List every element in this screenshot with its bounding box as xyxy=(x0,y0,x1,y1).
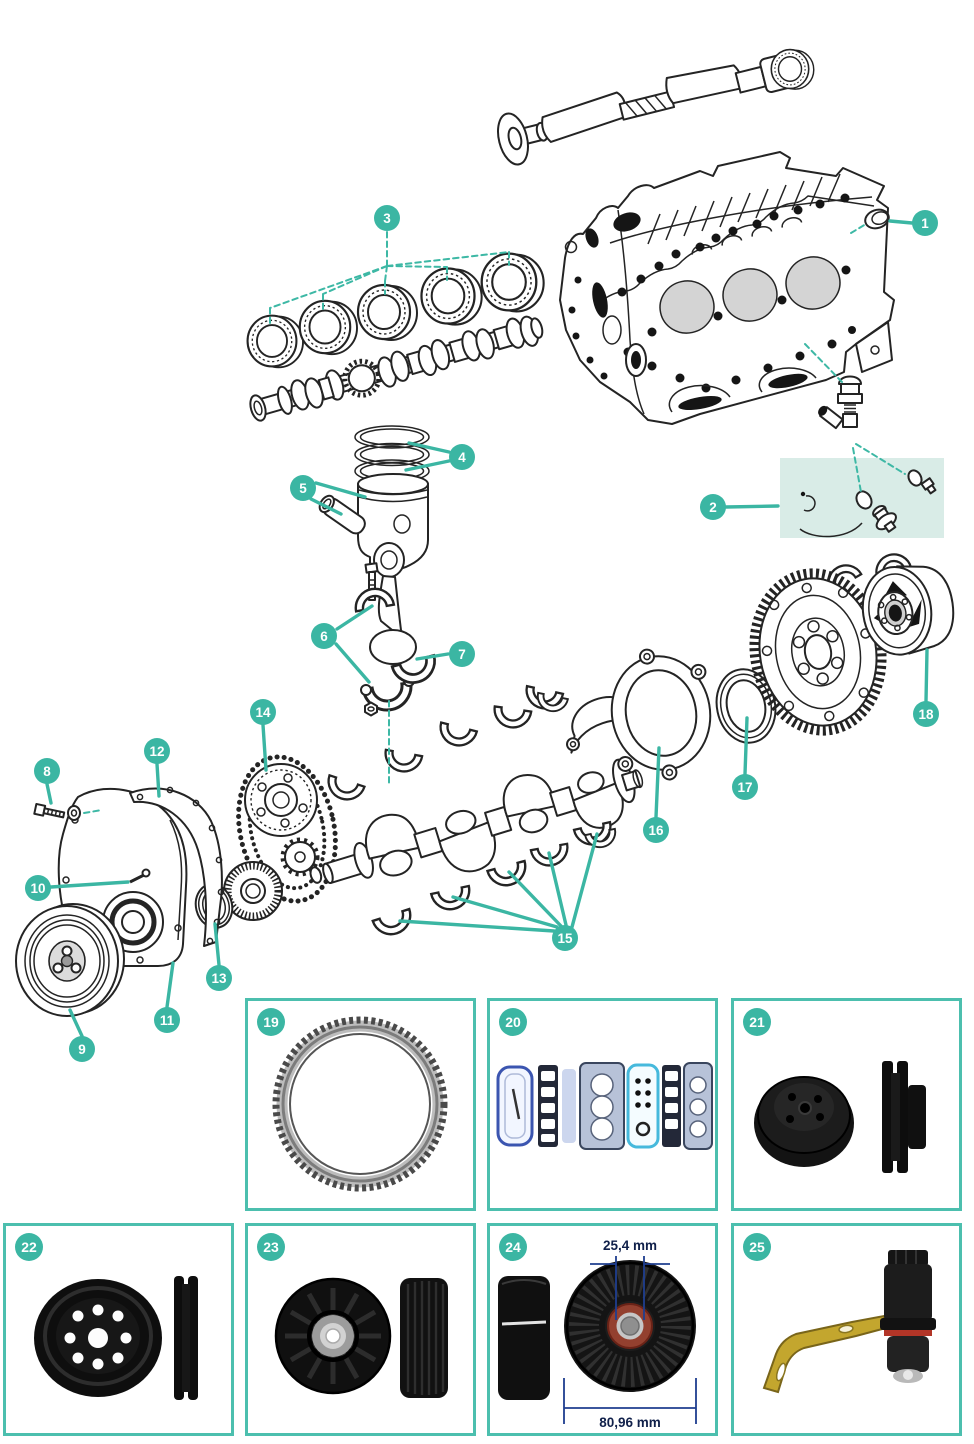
svg-text:6: 6 xyxy=(320,629,328,644)
callout-1[interactable]: 1 xyxy=(912,210,938,236)
callout-15[interactable]: 15 xyxy=(552,925,578,951)
svg-text:7: 7 xyxy=(458,647,466,662)
piston-rings-art xyxy=(354,425,430,483)
svg-text:16: 16 xyxy=(648,823,664,838)
svg-text:80,96 mm: 80,96 mm xyxy=(599,1415,661,1430)
panel-20-badge: 20 xyxy=(499,1008,527,1036)
part-panel-20[interactable]: 20 xyxy=(487,998,718,1211)
piston-pin-art xyxy=(318,494,366,535)
dashed-leader-lines xyxy=(83,223,906,814)
svg-text:14: 14 xyxy=(255,705,271,720)
callout-14[interactable]: 14 xyxy=(250,699,276,725)
bolt-and-washer-art xyxy=(33,802,81,821)
svg-text:10: 10 xyxy=(30,881,45,896)
connecting-rod-art xyxy=(351,542,417,717)
panel-19-badge: 19 xyxy=(257,1008,285,1036)
water-pump-pulleys-photo xyxy=(754,1061,926,1173)
callout-6[interactable]: 6 xyxy=(311,623,337,649)
callout-4[interactable]: 4 xyxy=(449,444,475,470)
crankshaft-art xyxy=(309,758,644,885)
svg-text:9: 9 xyxy=(78,1042,86,1057)
gasket-set-photo xyxy=(496,1062,713,1150)
crank-sensor-photo xyxy=(762,1250,936,1394)
callout-2[interactable]: 2 xyxy=(700,494,726,520)
part-panel-21[interactable]: 21 xyxy=(731,998,962,1211)
svg-text:12: 12 xyxy=(149,744,164,759)
camshaft-art xyxy=(249,315,544,422)
crank-gear-art xyxy=(223,861,283,921)
part-panel-24[interactable]: 24 25,4 mm 80,96 mm xyxy=(487,1223,718,1436)
svg-text:3: 3 xyxy=(383,211,391,226)
rear-seal-retainer-art xyxy=(610,648,712,781)
callout-16[interactable]: 16 xyxy=(643,817,669,843)
svg-text:11: 11 xyxy=(160,1013,175,1028)
callout-9[interactable]: 9 xyxy=(69,1036,95,1062)
part-panel-23[interactable]: 23 xyxy=(245,1223,476,1436)
panel-22-badge: 22 xyxy=(15,1233,43,1261)
dimension-annotation: 25,4 mm 80,96 mm xyxy=(563,1238,697,1430)
callout-8[interactable]: 8 xyxy=(34,758,60,784)
part-panel-19[interactable]: 19 xyxy=(245,998,476,1211)
freeze-plug-art xyxy=(864,208,890,230)
idler-pulley-photo xyxy=(274,1277,448,1398)
svg-text:13: 13 xyxy=(211,971,227,986)
camshaft-bearings-art xyxy=(246,252,545,369)
ring-gear-photo xyxy=(272,1016,448,1192)
svg-text:1: 1 xyxy=(921,216,929,231)
svg-text:18: 18 xyxy=(918,707,934,722)
part-panel-25[interactable]: 25 xyxy=(731,1223,962,1436)
panel-21-badge: 21 xyxy=(743,1008,771,1036)
part-panel-22[interactable]: 22 xyxy=(3,1223,234,1436)
leader-lines xyxy=(45,219,929,1038)
svg-text:25,4 mm: 25,4 mm xyxy=(603,1238,657,1253)
piston-art xyxy=(357,473,429,571)
callout-13[interactable]: 13 xyxy=(206,965,232,991)
callout-17[interactable]: 17 xyxy=(732,774,758,800)
svg-text:8: 8 xyxy=(43,764,51,779)
svg-text:4: 4 xyxy=(458,450,466,465)
sensor-kit-art xyxy=(799,469,937,538)
pilot-damper-art xyxy=(861,565,955,656)
svg-text:15: 15 xyxy=(557,931,573,946)
svg-text:5: 5 xyxy=(299,481,307,496)
harmonic-damper-art xyxy=(15,903,125,1017)
callout-11[interactable]: 11 xyxy=(154,1007,180,1033)
callout-18[interactable]: 18 xyxy=(913,701,939,727)
callout-12[interactable]: 12 xyxy=(144,738,170,764)
callout-7[interactable]: 7 xyxy=(449,641,475,667)
balance-shaft-art xyxy=(497,48,815,166)
panel-23-badge: 23 xyxy=(257,1233,285,1261)
panel-25-badge: 25 xyxy=(743,1233,771,1261)
engine-block-art xyxy=(559,151,895,425)
callout-10[interactable]: 10 xyxy=(25,875,51,901)
flywheel-art xyxy=(749,568,887,736)
crankshaft-pulley-photo xyxy=(34,1276,198,1400)
panel-24-badge: 24 xyxy=(499,1233,527,1261)
callout-5[interactable]: 5 xyxy=(290,475,316,501)
svg-text:17: 17 xyxy=(737,780,752,795)
timing-chain-set-art xyxy=(236,754,338,904)
tensioner-pulley-photo: 25,4 mm 80,96 mm xyxy=(498,1238,697,1430)
svg-text:2: 2 xyxy=(709,500,717,515)
callout-3[interactable]: 3 xyxy=(374,205,400,231)
oil-pressure-sensor-art xyxy=(818,375,863,430)
